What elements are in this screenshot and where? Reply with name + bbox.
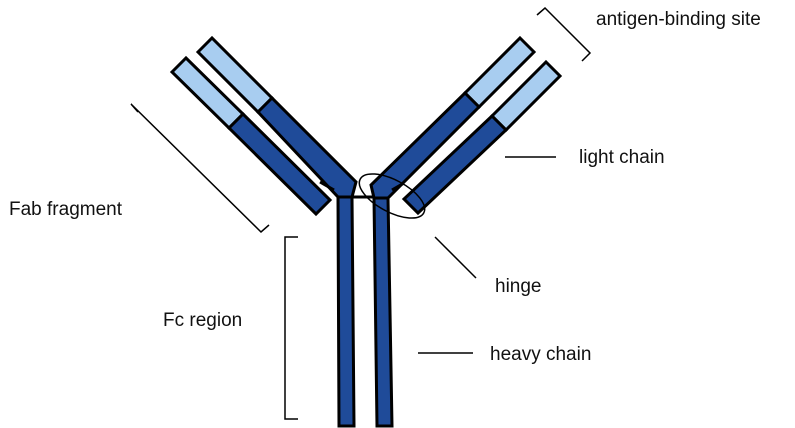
left-heavy-chain-stem [338, 197, 354, 426]
right-heavy-chain [371, 38, 534, 426]
fc-region-bracket [285, 237, 298, 419]
light-chain-label: light chain [579, 148, 665, 167]
fc-region-label: Fc region [163, 311, 242, 330]
hinge-leader [435, 237, 476, 278]
hinge-label: hinge [495, 277, 542, 296]
fab-fragment-label: Fab fragment [9, 200, 122, 219]
heavy-chain-label: heavy chain [490, 345, 591, 364]
antigen-binding-site-label: antigen-binding site [596, 10, 761, 29]
antigen-binding-site-bracket [537, 8, 590, 61]
right-heavy-chain-stem [374, 198, 392, 426]
